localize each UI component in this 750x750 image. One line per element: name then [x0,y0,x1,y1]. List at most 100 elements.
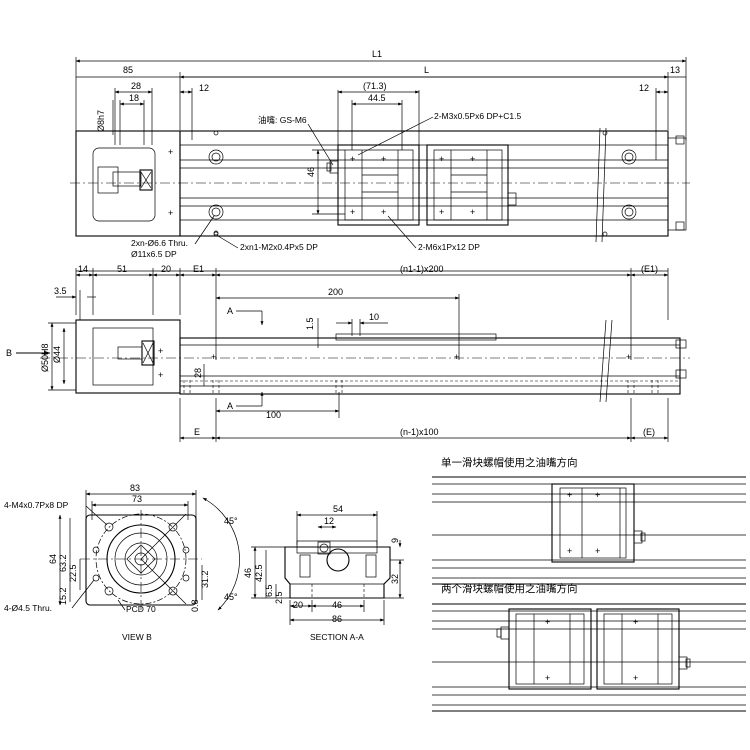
dim-E1-paren: (E1) [641,264,658,274]
svg-text:+: + [168,147,173,157]
dim-6-5: 6.5 [264,584,274,597]
dim-3-5: 3.5 [54,286,67,296]
section-A-bottom: A [227,401,233,411]
dim-12-sec: 12 [324,516,334,526]
svg-text:+: + [567,546,572,556]
svg-text:+: + [545,617,550,627]
svg-text:+: + [439,154,444,164]
callout-oil-nipple: 油嘴: GS-M6 [258,115,307,125]
svg-text:+: + [454,352,459,362]
motor-housing [75,130,181,237]
svg-text:+: + [439,207,444,217]
dim-46-bottom: 46 [332,600,342,610]
svg-text:+: + [626,352,631,362]
dim-13: 13 [670,65,680,75]
view-B-marker: B [6,348,12,358]
dim-28-side: 28 [193,368,203,378]
dim-200: 200 [328,287,343,297]
svg-text:+: + [633,673,638,683]
svg-text:+: + [470,207,475,217]
rail-mount-holes [208,149,637,220]
dim-32: 32 [390,574,400,584]
dim-44-5: 44.5 [368,93,386,103]
dim-12-right: 12 [639,83,649,93]
dim-83: 83 [130,483,140,493]
svg-text:+: + [168,208,173,218]
view-b-holes [92,522,190,596]
dim-L: L [424,65,429,75]
dim-1-5: 1.5 [305,317,315,330]
svg-text:+: + [567,490,572,500]
angle-bottom: 45° [224,592,238,602]
dim-n1-pitch: (n1-1)x200 [400,264,444,274]
callout-thru-holes: 2xn-Ø6.6 Thru. [131,238,188,248]
dim-86: 86 [332,614,342,624]
dim-10: 10 [369,312,379,322]
dim-shaft: Ø8h7 [96,110,106,132]
dim-20: 20 [161,264,171,274]
dim-71-3: (71.3) [363,81,387,91]
callout-thru: 4-Ø4.5 Thru. [4,603,52,613]
dim-63-2: 63.2 [58,554,68,572]
oil-direction-double: 两个滑块螺帽使用之油嘴方向 + + + + [432,582,746,712]
callout-counterbore: Ø11x6.5 DP [131,249,177,259]
slider-block-2: + + + + [426,144,517,226]
svg-text:+: + [595,546,600,556]
svg-text:+: + [381,154,386,164]
dim-9: 9 [390,538,400,543]
view-b-caption: VIEW B [122,632,152,642]
side-rail-body [179,337,681,395]
oil-double-title: 两个滑块螺帽使用之油嘴方向 [441,582,578,595]
svg-text:+: + [350,154,355,164]
angle-top: 45° [224,516,238,526]
section-screw [326,548,350,572]
dim-85: 85 [123,65,133,75]
section-caption: SECTION A-A [310,632,364,642]
callout-m4-holes: 4-M4x0.7Px8 DP [4,500,69,510]
section-A-top: A [227,306,233,316]
callout-m2-holes: 2xn1-M2x0.4Px5 DP [240,242,318,252]
svg-text:+: + [158,370,163,380]
dim-54: 54 [333,504,343,514]
top-view: L1 L 85 13 28 18 Ø8h7 12 12 (71.3) 44.5 [70,49,690,259]
dim-12-left: 12 [199,83,209,93]
dim-E1: E1 [193,264,204,274]
side-view: 14 51 20 E1 (n1-1)x200 (E1) 3.5 200 A A … [6,264,690,442]
coupling-window [92,147,156,222]
dim-L1: L1 [372,49,382,59]
dim-E-paren: (E) [643,427,655,437]
svg-text:+: + [158,346,163,356]
svg-text:+: + [381,207,386,217]
dim-22-5: 22.5 [68,564,78,582]
dim-18: 18 [129,93,139,103]
dim-42-5: 42.5 [254,564,264,582]
oil-single-title: 单一滑块螺帽使用之油嘴方向 [441,456,578,469]
dim-73: 73 [132,494,142,504]
dim-46: 46 [306,167,316,177]
dim-51: 51 [117,264,127,274]
slider-block-1: + + + + [326,144,420,226]
view-b: 83 73 45° 45° 64 63.2 22.5 15.2 31.2 0.8… [4,483,240,642]
dim-E: E [194,427,200,437]
dim-28: 28 [131,81,141,91]
callout-pcd: PCD 70 [126,604,156,614]
callout-m6-holes: 2-M6x1Px12 DP [418,242,480,252]
svg-text:+: + [350,207,355,217]
svg-text:+: + [633,617,638,627]
svg-text:+: + [211,352,216,362]
coupling-block [139,169,153,191]
svg-text:+: + [470,154,475,164]
svg-text:+: + [545,673,550,683]
dim-31-2: 31.2 [200,570,210,588]
oil-direction-single: 单一滑块螺帽使用之油嘴方向 + + + + [432,456,746,585]
dim-15-2: 15.2 [58,587,68,605]
dim-100: 100 [266,410,281,420]
svg-text:+: + [595,490,600,500]
dim-0-8: 0.8 [190,599,200,612]
dim-64: 64 [48,554,58,564]
side-bolt-holes [183,380,659,394]
dim-14: 14 [78,264,88,274]
dim-20-sec: 20 [293,600,303,610]
dim-n-pitch: (n-1)x100 [400,427,439,437]
side-motor-housing [75,319,181,394]
